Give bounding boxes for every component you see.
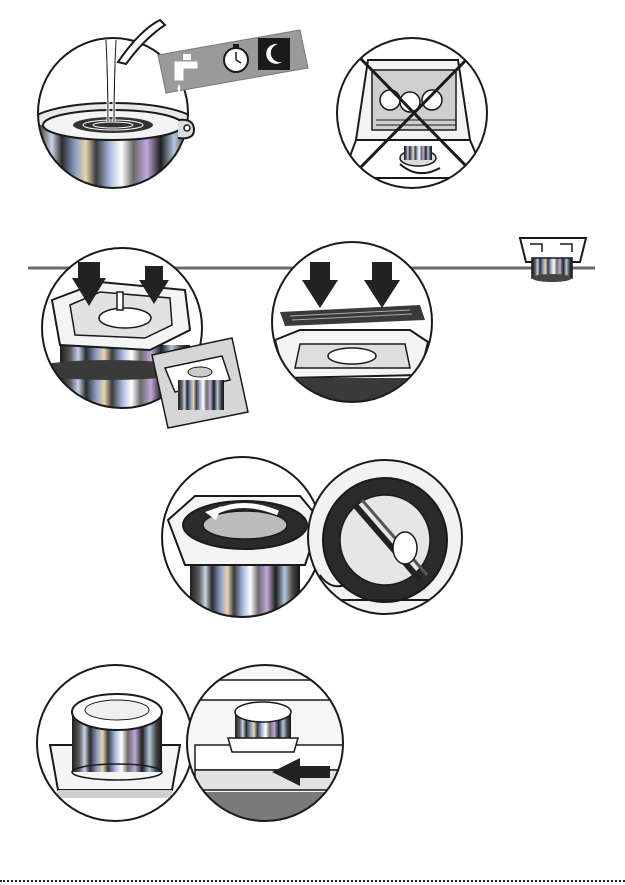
- filter-thumbnail: [520, 238, 586, 282]
- panel-store-in-fridge: [185, 662, 345, 830]
- panel-rinse: [28, 20, 308, 205]
- panel-filter-housing: [305, 455, 475, 625]
- panel-no-dishwasher: [335, 36, 495, 196]
- page-bottom-edge: [0, 880, 625, 884]
- inset-filter-photo: [152, 338, 248, 428]
- rinse-icon-strip: [158, 30, 308, 93]
- panel-press-clip: [30, 245, 248, 428]
- panel-filter-base: [35, 662, 195, 822]
- moon-icon: [258, 38, 290, 70]
- panel-rotate-lock: [160, 455, 330, 630]
